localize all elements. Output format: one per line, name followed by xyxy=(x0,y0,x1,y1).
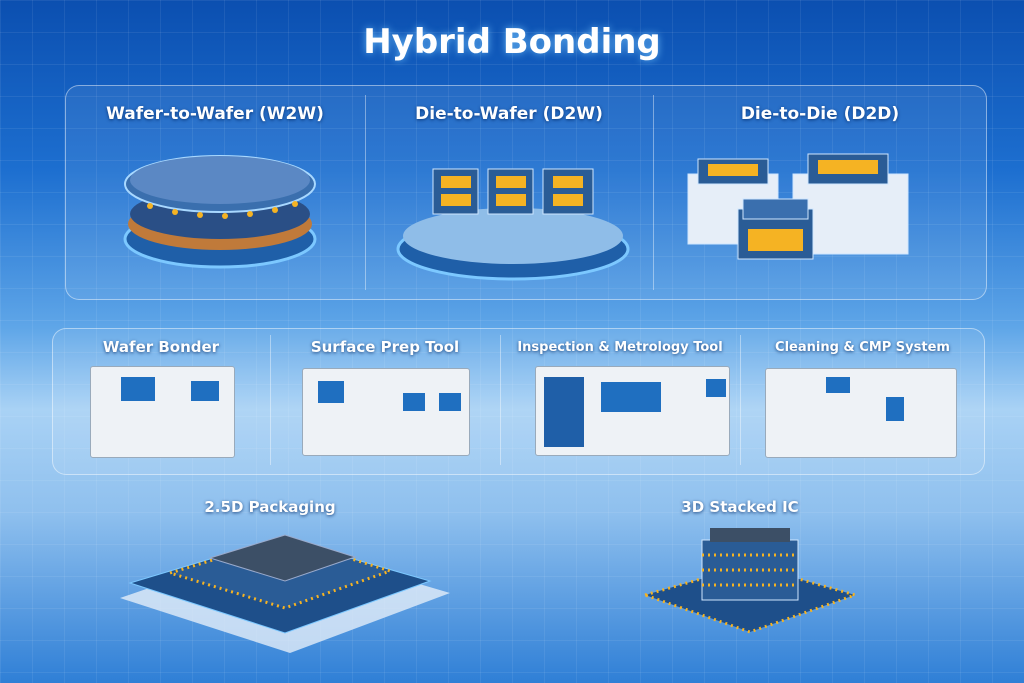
wafer-bonder-machine-icon xyxy=(90,366,235,458)
method-label: Wafer-to-Wafer (W2W) xyxy=(106,104,324,124)
die-on-wafer-icon xyxy=(396,168,630,281)
equipment-label: Wafer Bonder xyxy=(102,338,220,356)
equipment-label: Cleaning & CMP System xyxy=(775,340,950,355)
divider xyxy=(740,335,741,465)
equipment-label: Inspection & Metrology Tool xyxy=(517,340,723,355)
application-label: 3D Stacked IC xyxy=(681,498,799,516)
divider xyxy=(365,95,366,290)
divider xyxy=(500,335,501,465)
die-stack-icon xyxy=(687,153,909,260)
divider xyxy=(270,335,271,465)
surface-prep-machine-icon xyxy=(302,368,470,456)
method-label: Die-to-Wafer (D2W) xyxy=(415,104,603,124)
equipment-label: Surface Prep Tool xyxy=(310,338,460,356)
divider xyxy=(653,95,654,290)
wafer-stack-icon xyxy=(123,155,317,269)
cleaning-cmp-machine-icon xyxy=(765,368,957,458)
inspection-machine-icon xyxy=(535,366,730,456)
method-label: Die-to-Die (D2D) xyxy=(740,104,900,124)
packaging-2-5d-icon xyxy=(120,534,450,653)
stacked-ic-icon xyxy=(640,528,860,634)
application-label: 2.5D Packaging xyxy=(204,498,336,516)
page-title: Hybrid Bonding xyxy=(363,22,661,62)
